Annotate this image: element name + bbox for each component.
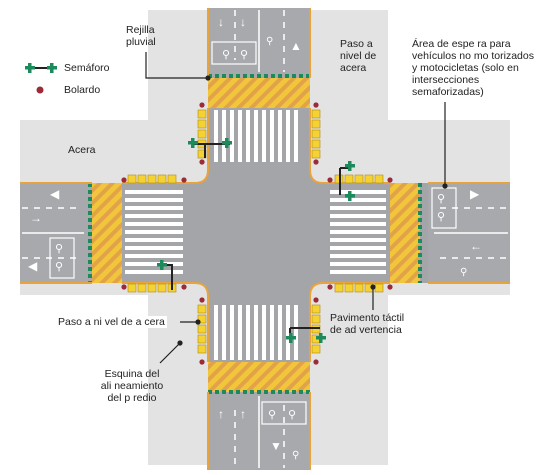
leader-lines bbox=[145, 52, 448, 364]
svg-text:↑: ↑ bbox=[240, 407, 246, 421]
svg-text:⚲: ⚲ bbox=[288, 409, 296, 421]
svg-text:⚲: ⚲ bbox=[222, 49, 230, 61]
svg-text:▼: ▼ bbox=[270, 439, 282, 453]
traffic-signal-nw bbox=[188, 138, 232, 158]
bike-box-west: ⚲ ⚲ → ◀ ◀ bbox=[28, 187, 75, 279]
ramp-west bbox=[92, 183, 122, 283]
drainage-grates bbox=[88, 74, 422, 394]
label-paso-nivel-cera: Paso a ni vel de a cera bbox=[56, 316, 167, 328]
traffic-signal-ne bbox=[339, 161, 355, 201]
label-esquina-alineamiento: Esquina del ali neamiento del p redio bbox=[100, 368, 164, 404]
crosswalk-west bbox=[125, 190, 183, 274]
bike-box-north: ⚲ ⚲ ↓ ↓ ▲ ⚲ bbox=[211, 15, 302, 65]
svg-text:⚲: ⚲ bbox=[437, 211, 445, 223]
crosswalk-east bbox=[330, 190, 386, 274]
legend-traffic-light-icon bbox=[25, 63, 57, 73]
svg-text:▶: ▶ bbox=[470, 187, 480, 201]
lane-markings-north bbox=[234, 10, 285, 72]
label-acera: Acera bbox=[68, 144, 96, 156]
lane-markings-south bbox=[234, 396, 285, 468]
svg-text:↓: ↓ bbox=[218, 15, 224, 29]
svg-text:⚲: ⚲ bbox=[55, 261, 63, 273]
svg-text:⚲: ⚲ bbox=[268, 409, 276, 421]
lane-markings-west bbox=[22, 207, 84, 259]
label-pavimento-tactil: Pavimento táctil de ad vertencia bbox=[330, 312, 405, 336]
svg-text:↑: ↑ bbox=[218, 407, 224, 421]
traffic-signal-sw bbox=[157, 260, 173, 290]
intersection-core bbox=[92, 78, 428, 390]
label-area-espera: Área de espe ra para vehículos no mo tor… bbox=[412, 38, 534, 98]
svg-text:⚲: ⚲ bbox=[266, 36, 273, 47]
lane-markings-east bbox=[434, 207, 508, 259]
svg-text:→: → bbox=[30, 211, 42, 225]
ramp-east bbox=[390, 183, 420, 283]
legend-bollard-label: Bolardo bbox=[64, 84, 101, 96]
svg-text:◀: ◀ bbox=[50, 187, 60, 201]
svg-text:↓: ↓ bbox=[240, 15, 246, 29]
crosswalk-south bbox=[214, 305, 298, 360]
legend-traffic-light-label: Semáforo bbox=[64, 62, 110, 74]
bike-box-east: ⚲ ⚲ ← ▶ ⚲ bbox=[431, 187, 482, 278]
legend-bollard-icon bbox=[36, 86, 44, 94]
crosswalk-north bbox=[214, 110, 298, 162]
tactile-paving bbox=[127, 109, 384, 354]
label-paso-nivel-acera: Paso a nivel de acera bbox=[340, 38, 377, 74]
svg-text:▲: ▲ bbox=[290, 39, 302, 53]
svg-text:⚲: ⚲ bbox=[437, 193, 445, 205]
svg-text:◀: ◀ bbox=[28, 259, 38, 273]
svg-text:⚲: ⚲ bbox=[292, 450, 299, 461]
traffic-signal-se bbox=[286, 327, 326, 343]
ramp-north bbox=[208, 78, 310, 108]
ramp-south bbox=[208, 362, 310, 392]
label-rejilla-pluvial: Rejilla pluvial bbox=[126, 24, 156, 48]
svg-text:⚲: ⚲ bbox=[460, 267, 467, 278]
bollards bbox=[121, 102, 393, 365]
svg-text:←: ← bbox=[470, 239, 482, 253]
svg-text:⚲: ⚲ bbox=[55, 243, 63, 255]
bike-box-south: ⚲ ⚲ ↑ ↑ ▼ ⚲ bbox=[218, 401, 307, 461]
svg-text:⚲: ⚲ bbox=[240, 49, 248, 61]
